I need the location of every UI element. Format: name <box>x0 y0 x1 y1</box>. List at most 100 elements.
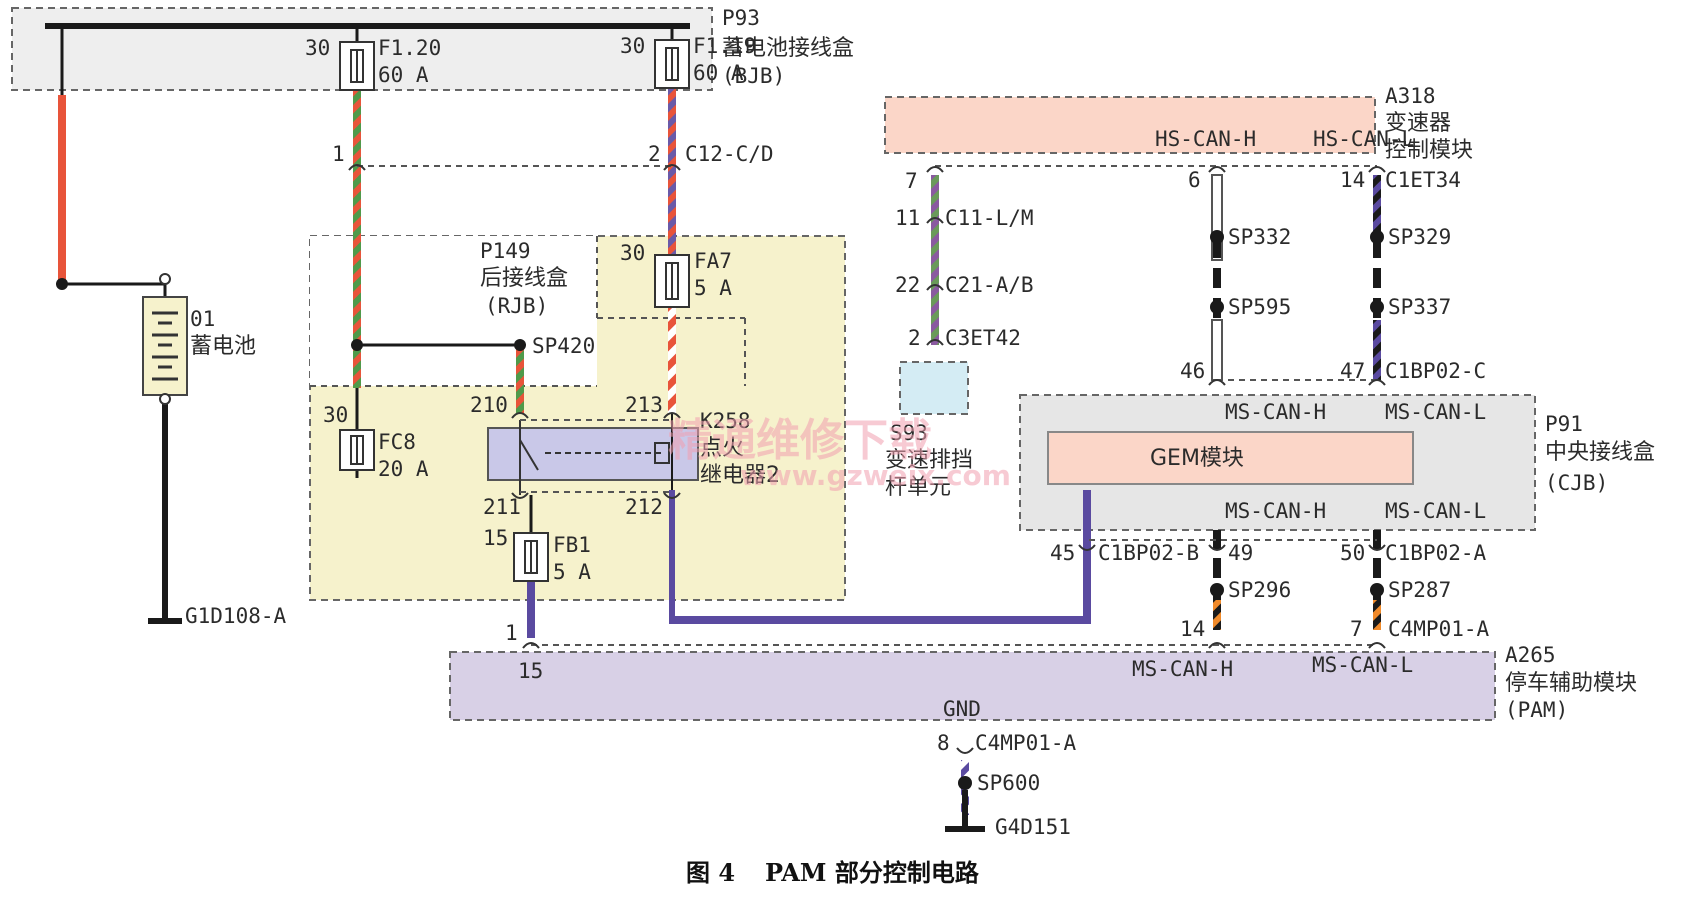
c1et-pin-h: 6 <box>1188 168 1201 192</box>
connector-marks <box>348 164 1386 754</box>
pam-box <box>449 651 1496 721</box>
c12-pin1: 1 <box>332 142 345 166</box>
watermark-text: 精通维修下载 <box>668 415 932 466</box>
c3et-name: C3ET42 <box>945 326 1021 350</box>
cjb-ms-can-l-bottom: MS-CAN-L <box>1385 499 1486 523</box>
pam-pin15: 15 <box>518 659 543 683</box>
fa7-rating: 5 A <box>694 276 732 300</box>
relay-body <box>487 427 699 481</box>
c1bp02a-pin-h: 49 <box>1228 541 1253 565</box>
battery-symbol <box>142 273 188 405</box>
sp337-label: SP337 <box>1388 295 1451 319</box>
bus-bar <box>45 23 690 29</box>
fuse-f120 <box>339 41 375 91</box>
tcm-hs-can-l: HS-CAN-L <box>1313 127 1414 151</box>
fuse-fa7 <box>654 254 690 308</box>
c21-pin: 22 <box>895 273 920 297</box>
battery-ground: G1D108-A <box>185 604 287 628</box>
c1bp02c-pin-h: 46 <box>1180 359 1205 383</box>
cjb-ms-can-h-bottom: MS-CAN-H <box>1225 499 1326 523</box>
shifter-name-l2: 杆单元 <box>885 475 951 500</box>
sp600-label: SP600 <box>977 771 1040 795</box>
c1et-pin-l: 14 <box>1340 168 1365 192</box>
cjb-name: 中央接线盒 <box>1545 440 1655 465</box>
c11-name: C11-L/M <box>945 206 1034 230</box>
tcm-pin7: 7 <box>905 169 918 193</box>
shifter-name-l1: 变速排挡 <box>885 448 973 473</box>
sp595-label: SP595 <box>1228 295 1291 319</box>
fuse-fc8 <box>339 429 375 471</box>
pam-ms-can-h: MS-CAN-H <box>1132 657 1233 681</box>
shifter-id: S93 <box>890 421 928 445</box>
pam-pin1: 1 <box>505 621 518 645</box>
f119-name: F1.19 <box>693 34 756 58</box>
splice-dots <box>56 230 1384 790</box>
bjb-id: P93 <box>722 6 760 30</box>
bjb-name: 蓄电池接线盒 <box>722 36 854 61</box>
f120-name: F1.20 <box>378 36 441 60</box>
figure-caption: PAM 部分控制电路 <box>765 858 980 887</box>
rjb-name: 后接线盒 <box>480 266 568 291</box>
gnd-label: GND <box>943 697 981 721</box>
c12-name: C12-C/D <box>685 142 774 166</box>
rjb-id: P149 <box>480 239 531 263</box>
f119-rating: 60 A <box>693 61 744 85</box>
gem-box <box>1047 431 1414 485</box>
cjb-ms-can-l-top: MS-CAN-L <box>1385 400 1486 424</box>
sp287-label: SP287 <box>1388 578 1451 602</box>
pam-id: A265 <box>1505 643 1556 667</box>
c1bp02a-pin-l: 50 <box>1340 541 1365 565</box>
c1et-name: C1ET34 <box>1385 168 1461 192</box>
gnd-connector: C4MP01-A <box>975 731 1077 755</box>
relay-pin-212: 212 <box>625 495 663 519</box>
watermark-url: www.gzweix.com <box>740 459 1011 492</box>
c11-pin: 11 <box>895 206 920 230</box>
fc8-name: FC8 <box>378 430 416 454</box>
c21-name: C21-A/B <box>945 273 1034 297</box>
cjb-ms-can-h-top: MS-CAN-H <box>1225 400 1326 424</box>
c4mp01-name: C4MP01-A <box>1388 617 1490 641</box>
cjb-abbr: (CJB) <box>1545 471 1608 495</box>
relay-name-l1: 点火 <box>700 436 744 461</box>
pam-abbr: (PAM) <box>1505 698 1568 722</box>
sp296-label: SP296 <box>1228 578 1291 602</box>
fc8-pin: 30 <box>323 403 348 427</box>
f120-pin: 30 <box>305 36 330 60</box>
fb1-rating: 5 A <box>553 560 591 584</box>
c1bp02c-pin-l: 47 <box>1340 359 1365 383</box>
relay-pin-210: 210 <box>470 393 508 417</box>
battery-name: 蓄电池 <box>190 334 256 359</box>
fa7-name: FA7 <box>694 249 732 273</box>
cjb-id: P91 <box>1545 412 1583 436</box>
tcm-name-l2: 控制模块 <box>1385 138 1473 163</box>
relay-pin-213: 213 <box>625 393 663 417</box>
c4mp01-pin-l: 7 <box>1350 617 1363 641</box>
shifter-box <box>899 361 969 415</box>
c4mp01-pin-h: 14 <box>1180 617 1205 641</box>
c1bp02b-pin: 45 <box>1050 541 1075 565</box>
tcm-box <box>884 96 1376 154</box>
fb1-pin: 15 <box>483 526 508 550</box>
c3et-pin: 2 <box>908 326 921 350</box>
tcm-hs-can-h: HS-CAN-H <box>1155 127 1256 151</box>
battery-id: 01 <box>190 307 215 331</box>
figure-number: 图 4 <box>686 858 735 887</box>
tcm-name-l1: 变速器 <box>1385 111 1451 136</box>
c12-pin2: 2 <box>648 142 661 166</box>
relay-pin-211: 211 <box>483 495 521 519</box>
gem-module-label: GEM模块 <box>1150 446 1244 471</box>
sp332-label: SP332 <box>1228 225 1291 249</box>
fc8-rating: 20 A <box>378 457 429 481</box>
pam-ms-can-l: MS-CAN-L <box>1312 653 1413 677</box>
sp420-label: SP420 <box>532 334 595 358</box>
tcm-id: A318 <box>1385 84 1436 108</box>
c1bp02b-name: C1BP02-B <box>1098 541 1199 565</box>
c1bp02c-name: C1BP02-C <box>1385 359 1486 383</box>
pam-name: 停车辅助模块 <box>1505 671 1637 696</box>
sp329-label: SP329 <box>1388 225 1451 249</box>
fb1-name: FB1 <box>553 533 591 557</box>
relay-id: K258 <box>700 409 751 433</box>
c1bp02a-name: C1BP02-A <box>1385 541 1487 565</box>
fuse-f119 <box>654 39 690 89</box>
